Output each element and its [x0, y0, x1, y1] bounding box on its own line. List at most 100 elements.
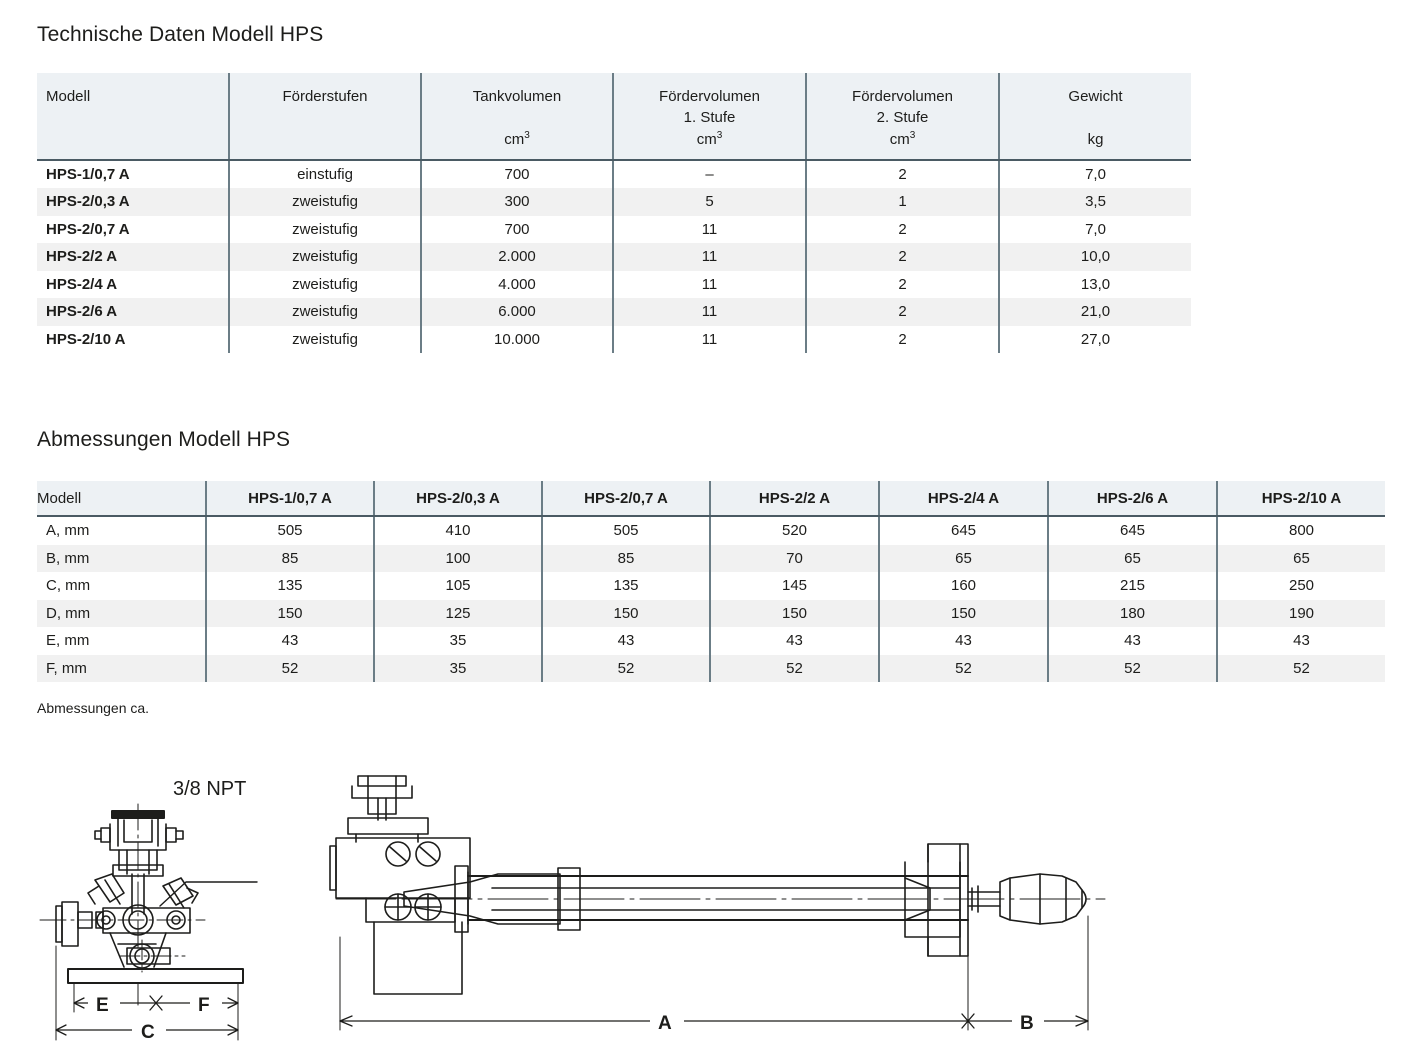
table-cell: 43	[709, 627, 879, 655]
data-cell: 645	[950, 522, 977, 540]
data-cell: 43	[786, 632, 803, 650]
table-cell: A, mm	[37, 516, 206, 545]
dimension-label-cell: A, mm	[46, 522, 90, 540]
table-cell: 150	[709, 599, 879, 628]
table-cell: zweistufig	[228, 188, 421, 216]
table-cell: B, mm	[37, 544, 206, 573]
table-cell: zweistufig	[228, 215, 421, 244]
data-cell: 52	[281, 659, 299, 677]
table-cell: 43	[1216, 627, 1385, 655]
column-header-label: Fördervolumen	[852, 88, 953, 105]
table-cell: zweistufig	[228, 325, 421, 354]
data-cell: 100	[445, 549, 471, 567]
data-cell: 13,0	[1080, 275, 1111, 293]
table-cell: 5	[612, 188, 806, 216]
header-spacer	[1000, 107, 1191, 128]
table-cell: 135	[205, 572, 374, 600]
table-cell: 11	[612, 215, 806, 244]
data-cell: 52	[1124, 659, 1141, 677]
header-unit: cm3	[696, 129, 723, 148]
data-cell: 300	[504, 193, 530, 211]
table-cell: 52	[541, 654, 710, 683]
data-cell: 135	[613, 577, 639, 595]
table-cell: 11	[612, 270, 806, 299]
column-header-subline: 2. Stufe	[876, 109, 929, 127]
dimension-label-cell: C, mm	[46, 577, 91, 595]
data-cell: 65	[955, 549, 972, 567]
data-cell: 645	[1119, 522, 1146, 540]
table-cell: 10,0	[998, 243, 1191, 271]
column-header-label: Förderstufen	[282, 88, 368, 105]
dimension-label-c: C	[141, 1022, 155, 1043]
header-unit: kg	[1087, 130, 1104, 148]
data-cell: 85	[281, 549, 299, 567]
column-header-foerderstufen: Förderstufen	[228, 73, 421, 161]
table-cell: C, mm	[37, 572, 206, 600]
data-cell: 105	[445, 577, 471, 595]
data-cell: zweistufig	[292, 275, 358, 293]
data-cell: 3,5	[1085, 193, 1106, 211]
table-cell: 410	[373, 516, 542, 545]
table-header-row: Modell Förderstufen Tankvolumen	[37, 73, 1191, 161]
column-header-label: HPS-2/10 A	[1261, 490, 1342, 507]
column-header-label: Modell	[37, 490, 82, 507]
table-cell: 52	[878, 654, 1048, 683]
table-cell: 52	[205, 654, 374, 683]
column-header-label: Gewicht	[1068, 88, 1123, 105]
data-cell: –	[705, 165, 714, 183]
data-cell: 150	[277, 604, 303, 622]
table-cell: 2	[805, 325, 999, 354]
table-cell: 2	[805, 243, 999, 271]
data-cell: 160	[950, 577, 977, 595]
column-header-label: HPS-2/2 A	[758, 490, 831, 507]
data-cell: 65	[1124, 549, 1141, 567]
header-spacer	[422, 107, 612, 128]
data-cell: 43	[955, 632, 972, 650]
data-cell: 35	[449, 659, 467, 677]
data-cell: 190	[1288, 604, 1315, 622]
table-cell: 35	[373, 654, 542, 683]
data-cell: 43	[617, 632, 635, 650]
table-cell: 43	[205, 627, 374, 655]
table-cell: 2	[805, 215, 999, 244]
table-cell: 505	[541, 516, 710, 545]
column-header-gewicht: Gewicht kg	[998, 73, 1191, 161]
data-cell: 505	[277, 522, 303, 540]
data-cell: 7,0	[1085, 165, 1106, 183]
table-cell: 2	[805, 270, 999, 299]
data-cell: 43	[1124, 632, 1141, 650]
column-header-model-HPS-2/0,7 A: HPS-2/0,7 A	[541, 481, 710, 518]
table-cell: 4.000	[420, 270, 613, 299]
model-name-cell: HPS-2/2 A	[46, 248, 118, 266]
column-header-model-HPS-1/0,7 A: HPS-1/0,7 A	[205, 481, 374, 518]
data-cell: zweistufig	[292, 248, 358, 266]
column-header-label: HPS-2/4 A	[927, 490, 1000, 507]
model-name-cell: HPS-1/0,7 A	[46, 165, 130, 183]
data-cell: zweistufig	[292, 193, 358, 211]
section-title-dimensions: Abmessungen Modell HPS	[37, 428, 291, 451]
column-header-modell: Modell	[37, 481, 206, 518]
data-cell: 43	[281, 632, 299, 650]
table-cell: 505	[205, 516, 374, 545]
table-cell: 6.000	[420, 298, 613, 326]
data-cell: 2	[898, 248, 907, 266]
table-cell: 35	[373, 627, 542, 655]
data-cell: 27,0	[1080, 330, 1111, 348]
data-cell: 10,0	[1080, 248, 1111, 266]
table-cell: 21,0	[998, 298, 1191, 326]
column-header-model-HPS-2/10 A: HPS-2/10 A	[1216, 481, 1385, 518]
data-cell: 10.000	[494, 330, 540, 348]
header-unit: cm3	[504, 129, 530, 148]
header-unit	[46, 129, 228, 150]
table-cell: 215	[1047, 572, 1217, 600]
data-cell: 505	[613, 522, 639, 540]
column-header-foerdervolumen-stufe2: Fördervolumen 2. Stufe cm3	[805, 73, 999, 161]
data-cell: zweistufig	[292, 303, 358, 321]
data-cell: 85	[617, 549, 635, 567]
